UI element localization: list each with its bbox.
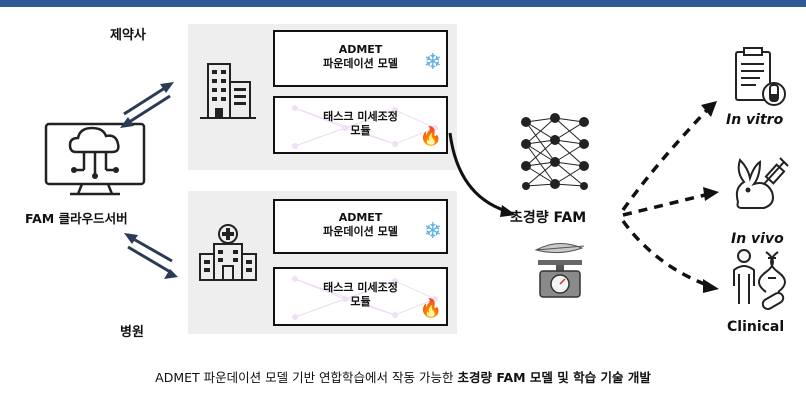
sync-arrows-hospital xyxy=(124,233,178,279)
card-title: ADMET xyxy=(338,43,383,56)
hospital-task-card: 태스크 미세조정 모듈 🔥 xyxy=(273,267,448,326)
pharma-task-card: 태스크 미세조정 모듈 🔥 xyxy=(273,96,448,154)
snowflake-icon: ❄ xyxy=(423,219,442,244)
card-subtitle: 파운데이션 모델 xyxy=(323,57,398,70)
caption-text: ADMET 파운데이션 모델 기반 연합학습에서 작동 가능한 xyxy=(155,370,458,385)
top-banner-bar xyxy=(0,0,806,7)
fire-icon: 🔥 xyxy=(419,298,442,319)
card-title: 태스크 미세조정 xyxy=(323,281,398,294)
human-dna-pill-icon xyxy=(733,249,786,310)
figure-caption: ADMET 파운데이션 모델 기반 연합학습에서 작동 가능한 초경량 FAM … xyxy=(0,367,806,386)
caption-highlight: 초경량 FAM 모델 및 학습 기술 개발 xyxy=(457,370,651,385)
hospital-icon xyxy=(199,224,257,281)
neural-network-icon xyxy=(521,113,589,190)
card-title: 태스크 미세조정 xyxy=(323,110,398,123)
network-background xyxy=(292,276,438,320)
hospital-label: 병원 xyxy=(120,325,144,340)
server-label: FAM 클라우드서버 xyxy=(25,211,128,226)
card-subtitle: 파운데이션 모델 xyxy=(323,225,398,238)
card-title: ADMET xyxy=(338,211,383,224)
flow-arrow-to-model xyxy=(448,132,516,217)
card-subtitle: 모듈 xyxy=(350,295,371,308)
dashed-arrows-outcomes xyxy=(621,101,719,293)
clinical-label: Clinical xyxy=(727,319,785,335)
model-label: 초경량 FAM xyxy=(510,210,587,226)
rabbit-syringe-icon xyxy=(735,157,789,209)
scale-feather-icon xyxy=(534,243,585,298)
invitro-label: In vitro xyxy=(726,112,784,128)
cloud-computer-icon xyxy=(44,122,146,196)
fire-icon: 🔥 xyxy=(419,126,442,147)
network-background xyxy=(292,105,438,149)
clipboard-test-tube-icon xyxy=(735,47,786,106)
invivo-label: In vivo xyxy=(731,231,784,247)
sync-arrows-pharma xyxy=(120,82,174,128)
card-subtitle: 모듈 xyxy=(350,124,371,137)
hospital-admet-card: ADMET 파운데이션 모델 ❄ xyxy=(273,199,448,254)
pharma-label: 제약사 xyxy=(110,28,146,43)
snowflake-icon: ❄ xyxy=(423,50,442,75)
office-building-icon xyxy=(200,63,256,119)
pharma-admet-card: ADMET 파운데이션 모델 ❄ xyxy=(273,30,448,87)
